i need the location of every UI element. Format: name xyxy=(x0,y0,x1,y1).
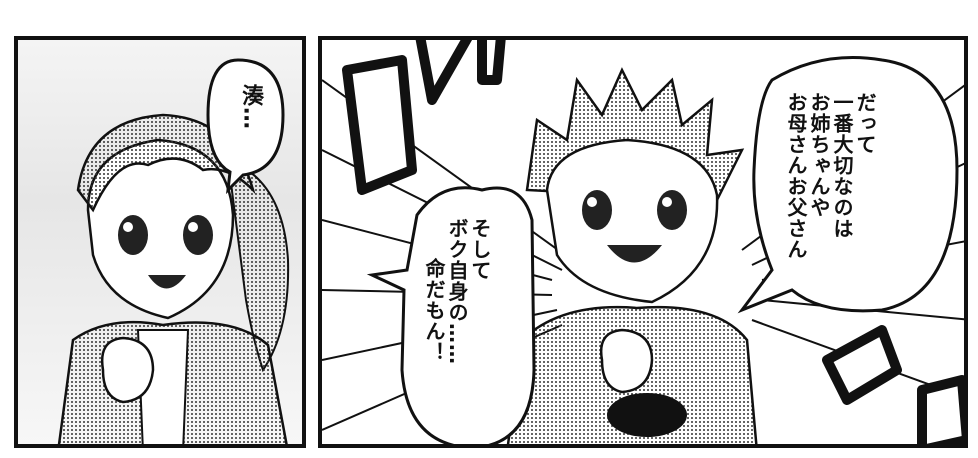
speech-bubble-mid xyxy=(366,186,536,444)
speech-left-text: 湊… xyxy=(238,84,263,130)
speech-line: ボク自身の…… xyxy=(445,218,469,365)
speech-bubble-left xyxy=(206,58,285,195)
speech-line: だって xyxy=(853,92,877,155)
speech-line: 命だもん！ xyxy=(422,258,446,363)
speech-line: そして xyxy=(468,218,492,281)
speech-line: お姉ちゃんや xyxy=(807,92,831,218)
boy-illustration xyxy=(506,67,758,444)
sfx-graphic xyxy=(342,40,964,444)
right-panel: ドン そして ボク自身の…… 命だもん！ だって 一番大切なのは お姉ちゃんや … xyxy=(318,36,968,448)
speech-right-text: だって 一番大切なのは お姉ちゃんや お母さんお父さん xyxy=(784,92,877,260)
speech-line: 一番大切なのは xyxy=(830,92,854,239)
left-panel: 湊… xyxy=(14,36,306,448)
speech-mid-text: そして ボク自身の…… 命だもん！ xyxy=(422,218,492,365)
speech-line: お母さんお父さん xyxy=(784,92,808,260)
speech-bubble-right xyxy=(737,56,959,314)
speech-line: 湊… xyxy=(238,84,264,130)
